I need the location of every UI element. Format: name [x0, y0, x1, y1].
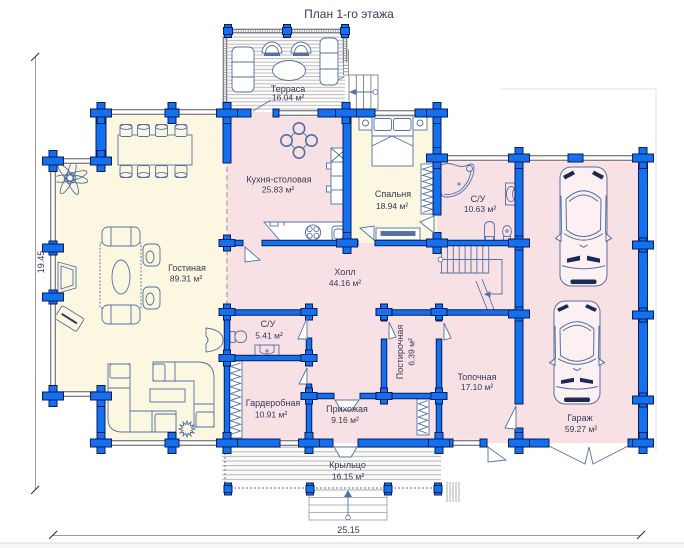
svg-text:Холл: Холл	[334, 267, 355, 277]
svg-text:С/У: С/У	[261, 319, 276, 329]
svg-text:89.31 м²: 89.31 м²	[170, 274, 202, 284]
svg-text:18.94 м²: 18.94 м²	[376, 201, 408, 211]
svg-text:25.15: 25.15	[337, 525, 360, 535]
svg-text:59.27 м²: 59.27 м²	[565, 424, 597, 434]
svg-text:17.10 м²: 17.10 м²	[461, 382, 493, 392]
svg-text:Гардеробная: Гардеробная	[246, 398, 301, 408]
svg-text:Кухня-столовая: Кухня-столовая	[246, 175, 311, 185]
svg-text:16.04 м²: 16.04 м²	[272, 93, 304, 103]
svg-text:10.91 м²: 10.91 м²	[255, 410, 287, 420]
svg-text:Прихожая: Прихожая	[326, 404, 368, 414]
svg-text:Топочная: Топочная	[457, 372, 496, 382]
svg-text:Гараж: Гараж	[567, 413, 592, 423]
svg-text:16.15 м²: 16.15 м²	[332, 472, 364, 482]
svg-text:Терраса: Терраса	[271, 84, 306, 94]
svg-text:9.16 м²: 9.16 м²	[331, 415, 359, 425]
svg-text:10.63 м²: 10.63 м²	[464, 204, 496, 214]
svg-text:25.83 м²: 25.83 м²	[262, 185, 294, 195]
svg-text:С/У: С/У	[471, 194, 486, 204]
svg-text:44.16 м²: 44.16 м²	[329, 278, 361, 288]
svg-text:Спальня: Спальня	[375, 189, 411, 199]
svg-text:План 1-го этажа: План 1-го этажа	[304, 7, 394, 21]
svg-text:Постирочная: Постирочная	[395, 325, 405, 380]
svg-text:6.39 м²: 6.39 м²	[407, 338, 417, 366]
svg-text:19.45: 19.45	[36, 251, 46, 274]
svg-text:5.41 м²: 5.41 м²	[255, 331, 283, 341]
svg-text:Крыльцо: Крыльцо	[329, 460, 366, 470]
svg-text:Гостиная: Гостиная	[168, 263, 206, 273]
